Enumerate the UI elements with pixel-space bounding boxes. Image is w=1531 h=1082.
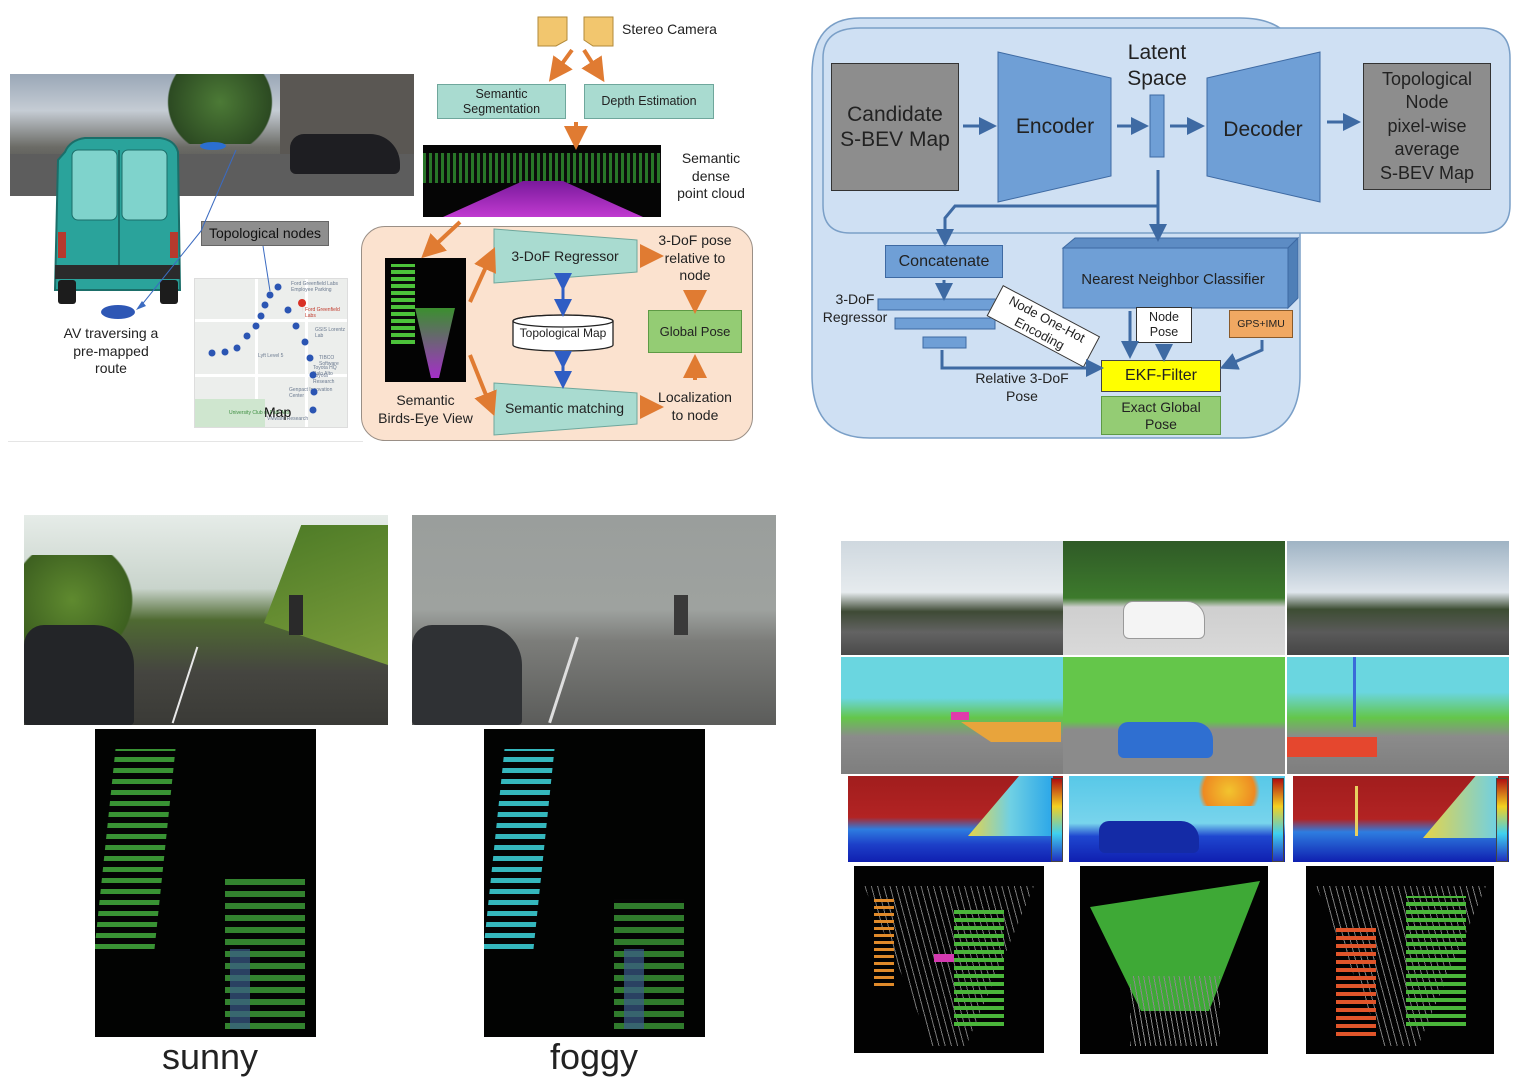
map-text-toyota-hq: Toyota HQ Palo Alto xyxy=(313,365,337,377)
topo-map-label: Topological Map xyxy=(519,326,607,340)
segmentation-2 xyxy=(1063,657,1285,774)
node-pose-box: Node Pose xyxy=(1136,307,1192,343)
segmentation-1 xyxy=(841,657,1063,774)
depth-map-3 xyxy=(1293,776,1509,862)
camera-image-1 xyxy=(841,541,1063,655)
point-cloud-label: Semantic dense point cloud xyxy=(677,150,745,201)
depth-estimation-box: Depth Estimation xyxy=(584,84,714,119)
panel-a-divider xyxy=(8,441,363,442)
regressor-label: 3-DoF Regressor xyxy=(511,248,619,264)
map-text-gsis: GSIS Lorentz Lab xyxy=(315,327,346,339)
map-text-toyota-research: Toyota Research xyxy=(313,373,335,385)
latent-label: Latent Space xyxy=(1127,41,1187,91)
map-image: Ford Greenfield Labs Employee Parking Fo… xyxy=(194,278,348,428)
bev-example-3 xyxy=(1306,866,1494,1054)
decoder-label: Decoder xyxy=(1223,118,1303,141)
camera-image-2 xyxy=(1063,541,1285,655)
localization-label: Localization to node xyxy=(658,389,732,423)
foggy-label: foggy xyxy=(549,1036,639,1077)
regressor-label-b: 3-DoF Regressor xyxy=(822,291,888,325)
map-text-tibco: TIBCO Software xyxy=(319,355,339,367)
segmentation-3 xyxy=(1287,657,1509,774)
foggy-bev-image xyxy=(484,729,705,1037)
relative-pose-label: Relative 3-DoF Pose xyxy=(975,370,1069,404)
candidate-map-box: Candidate S-BEV Map xyxy=(831,63,959,191)
bev-image xyxy=(385,258,466,382)
stereo-camera-label: Stereo Camera xyxy=(622,21,717,37)
depth-map-2 xyxy=(1069,776,1285,862)
exact-pose-box: Exact Global Pose xyxy=(1101,396,1221,435)
point-cloud-image xyxy=(423,145,661,217)
semantic-matching-label: Semantic matching xyxy=(504,400,625,416)
topological-nodes-label: Topological nodes xyxy=(201,221,329,246)
map-text-genpact: Genpact Innovation Center xyxy=(289,387,333,399)
sunny-bev-image xyxy=(95,729,316,1037)
bev-example-2 xyxy=(1080,866,1268,1054)
global-pose-box: Global Pose xyxy=(648,310,742,353)
map-text-university-club: University Club of Palo Alto xyxy=(229,410,290,416)
depth-map-1 xyxy=(848,776,1063,862)
ekf-filter-box: EKF-Filter xyxy=(1101,360,1221,392)
foggy-road-image xyxy=(412,515,776,725)
pose-relative-label: 3-DoF pose relative to node xyxy=(658,232,732,283)
map-text-vmware: VMware Research xyxy=(267,416,309,422)
map-label: Map xyxy=(264,404,292,420)
street-scene-image xyxy=(10,74,414,196)
semantic-segmentation-box: Semantic Segmentation xyxy=(437,84,566,119)
sunny-road-image xyxy=(24,515,388,725)
sunny-label: sunny xyxy=(161,1036,259,1077)
camera-image-3 xyxy=(1287,541,1509,655)
map-text-employee-parking: Ford Greenfield Labs Employee Parking xyxy=(291,281,338,293)
map-text-lyft: Lyft Level 5 xyxy=(258,353,284,359)
encoder-label: Encoder xyxy=(1015,115,1095,138)
nn-classifier-label: Nearest Neighbor Classifier xyxy=(1081,271,1265,288)
map-text-ford: Ford Greenfield Labs xyxy=(305,307,340,319)
gps-imu-box: GPS+IMU xyxy=(1229,310,1293,338)
av-caption: AV traversing a pre-mapped route xyxy=(63,325,159,376)
bev-example-1 xyxy=(854,866,1044,1053)
topo-node-map-box: Topological Node pixel-wise average S-BE… xyxy=(1363,63,1491,190)
bev-label: Semantic Birds-Eye View xyxy=(378,392,473,426)
